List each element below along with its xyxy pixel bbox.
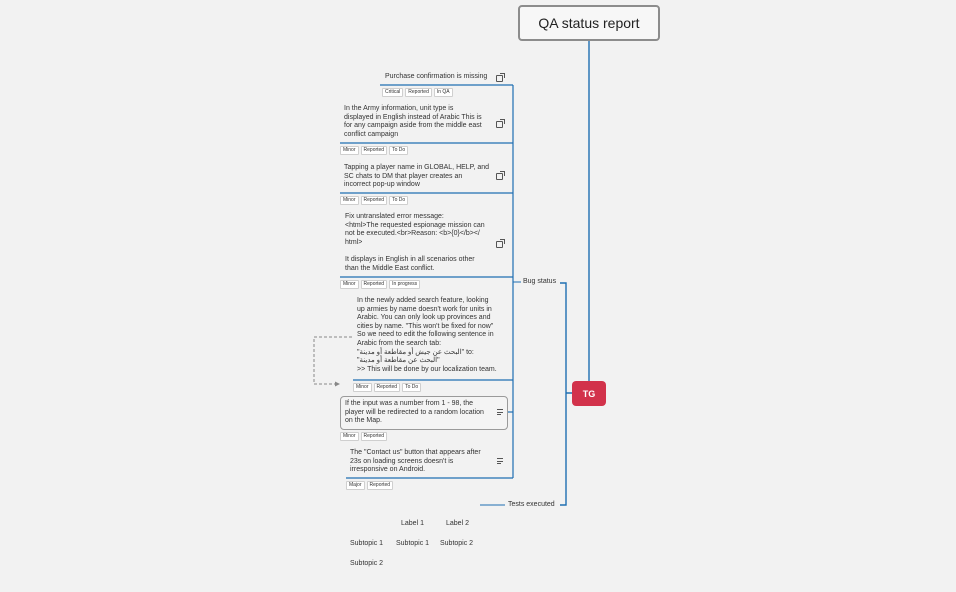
issue-topic-6[interactable]: If the input was a number from 1 - 98, t… (340, 396, 508, 430)
central-topic[interactable]: QA status report (518, 5, 660, 41)
tag-reported: Reported (373, 383, 401, 392)
hyperlink-icon[interactable] (496, 171, 505, 180)
issue-tags-1: Critical Reported In QA (382, 88, 453, 97)
tag-reported: Reported (360, 280, 388, 289)
tag-severity: Minor (340, 146, 359, 155)
matrix-label-1[interactable]: Label 1 (401, 520, 424, 527)
issue-topic-7[interactable]: The "Contact us" button that appears aft… (350, 449, 496, 475)
tag-severity: Critical (382, 88, 404, 97)
tag-severity: Minor (340, 280, 359, 289)
issue-topic-3[interactable]: Tapping a player name in GLOBAL, HELP, a… (344, 164, 494, 190)
relationship-dashed-line (313, 336, 352, 385)
relationship-arrow (335, 381, 340, 387)
tag-reported: Reported (366, 481, 394, 490)
tag-reported: Reported (405, 88, 432, 97)
issue-topic-2[interactable]: In the Army information, unit type is di… (344, 105, 494, 139)
issue-text: Tapping a player name in GLOBAL, HELP, a… (344, 164, 490, 189)
hyperlink-icon[interactable] (496, 73, 505, 82)
main-topic-label: TG (582, 388, 596, 399)
hyperlink-icon[interactable] (496, 239, 505, 248)
central-topic-title: QA status report (538, 15, 640, 31)
issue-tags-6: Minor Reported (340, 432, 388, 441)
tag-status: To Do (402, 383, 422, 392)
issue-text: In the newly added search feature, looki… (357, 297, 497, 373)
tag-reported: Reported (360, 432, 388, 441)
tag-severity: Major (346, 481, 365, 490)
subtopic-row1-col3[interactable]: Subtopic 2 (440, 540, 474, 547)
tag-status: To Do (389, 146, 409, 155)
branch-bug-status[interactable]: Bug status (523, 278, 557, 285)
issue-topic-4[interactable]: Fix untranslated error message: <html>Th… (345, 213, 495, 273)
main-topic-tg[interactable]: TG (572, 381, 606, 406)
tag-reported: Reported (360, 196, 388, 205)
issue-text: Purchase confirmation is missing (385, 73, 488, 80)
tag-status: In progress (389, 280, 421, 289)
subtopic-row2-col1[interactable]: Subtopic 2 (350, 560, 384, 567)
issue-tags-5: Minor Reported To Do (353, 383, 422, 392)
branch-tests-executed[interactable]: Tests executed (508, 501, 555, 508)
subtopic-row1-col1[interactable]: Subtopic 1 (350, 540, 384, 547)
issue-tags-2: Minor Reported To Do (340, 146, 409, 155)
tag-status: In QA (433, 88, 453, 97)
issue-tags-4: Minor Reported In progress (340, 280, 421, 289)
issue-text: If the input was a number from 1 - 98, t… (345, 400, 484, 425)
tag-severity: Minor (340, 432, 359, 441)
tag-reported: Reported (360, 146, 388, 155)
hyperlink-icon[interactable] (496, 119, 505, 128)
issue-text: The "Contact us" button that appears aft… (350, 449, 481, 474)
issue-text: Fix untranslated error message: <html>Th… (345, 213, 485, 272)
tag-severity: Minor (340, 196, 359, 205)
tag-status: To Do (389, 196, 409, 205)
issue-topic-1[interactable]: Purchase confirmation is missing (385, 73, 487, 82)
notes-icon[interactable] (497, 458, 503, 466)
issue-text: In the Army information, unit type is di… (344, 105, 482, 138)
subtopic-row1-col2[interactable]: Subtopic 1 (396, 540, 430, 547)
tg-branch-connector (560, 282, 572, 506)
issue-tags-7: Major Reported (346, 481, 394, 490)
issue-topic-5[interactable]: In the newly added search feature, looki… (357, 297, 509, 374)
notes-icon[interactable] (497, 409, 503, 417)
matrix-label-2[interactable]: Label 2 (446, 520, 469, 527)
tag-severity: Minor (353, 383, 372, 392)
issue-tags-3: Minor Reported To Do (340, 196, 409, 205)
